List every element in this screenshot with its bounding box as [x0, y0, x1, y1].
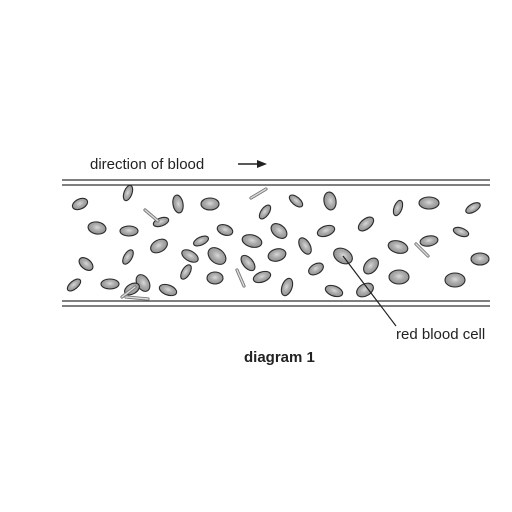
red-blood-cell [200, 197, 220, 211]
blood-cells [66, 184, 490, 301]
red-blood-cell [288, 194, 304, 208]
red-blood-cell [357, 216, 375, 232]
red-blood-cell [240, 254, 256, 272]
red-blood-cell [241, 234, 263, 248]
red-blood-cell [308, 262, 324, 276]
red-blood-cell [119, 225, 139, 237]
red-blood-cell [258, 204, 272, 220]
red-blood-cell [252, 270, 272, 284]
red-blood-cell [418, 196, 440, 210]
red-blood-cell [392, 199, 404, 217]
red-blood-cell [280, 277, 294, 297]
red-blood-cell [267, 248, 287, 262]
red-blood-cell [193, 235, 209, 247]
flow-arrow-icon [238, 160, 267, 168]
red-blood-cell [388, 269, 410, 285]
red-blood-cell [270, 223, 288, 239]
platelet-highlight [250, 188, 267, 199]
red-blood-cell-pointer-line [342, 255, 397, 327]
red-blood-cell [444, 272, 466, 288]
red-blood-cell [387, 240, 409, 254]
platelet-highlight [125, 296, 149, 300]
red-blood-cell [470, 252, 490, 266]
platelet-highlight [236, 269, 245, 287]
platelet-highlight [144, 209, 159, 222]
red-blood-cell [87, 221, 107, 235]
red-blood-cell [298, 237, 312, 255]
red-blood-cell [66, 278, 82, 292]
red-blood-cell [181, 249, 199, 263]
vessel-bottom-wall [62, 300, 490, 307]
red-blood-cell [71, 197, 89, 211]
red-blood-cell [216, 224, 234, 236]
red-blood-cell [452, 226, 470, 238]
diagram-caption: diagram 1 [244, 349, 315, 366]
red-blood-cell [150, 238, 168, 254]
red-blood-cell [78, 257, 94, 271]
platelet-highlight [415, 243, 429, 257]
red-blood-cell [172, 194, 184, 214]
red-blood-cell [158, 283, 178, 297]
red-blood-cell [180, 264, 192, 280]
vessel-top-wall [62, 179, 490, 186]
red-blood-cell [316, 224, 336, 238]
red-blood-cell [465, 202, 481, 214]
red-blood-cell [324, 284, 344, 298]
platelet-highlight [121, 286, 136, 298]
red-blood-cell [419, 235, 439, 247]
red-blood-cell [363, 257, 379, 275]
red-blood-cell [356, 282, 374, 298]
flow-direction-label: direction of blood [90, 156, 204, 173]
red-blood-cell [206, 271, 224, 285]
red-blood-cell [122, 249, 134, 265]
red-blood-cell [207, 247, 227, 265]
red-blood-cell [122, 184, 134, 202]
red-blood-cell-label: red blood cell [396, 326, 485, 343]
red-blood-cell [323, 191, 337, 211]
red-blood-cell [100, 278, 120, 290]
